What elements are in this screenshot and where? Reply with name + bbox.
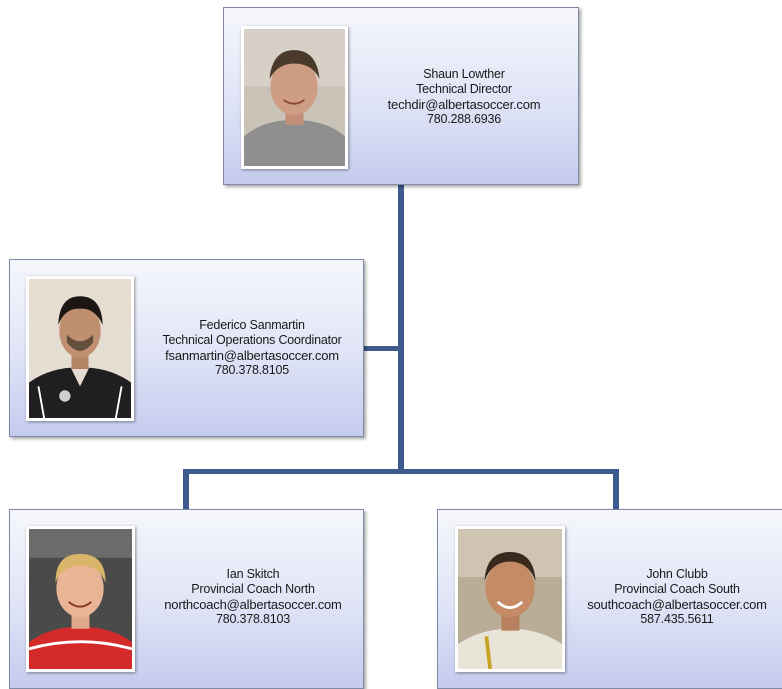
staff-name: Shaun Lowther xyxy=(423,67,505,81)
staff-email[interactable]: techdir@albertasoccer.com xyxy=(387,97,541,112)
org-card-operations-coordinator: Federico Sanmartin Technical Operations … xyxy=(9,259,364,437)
staff-phone: 780.378.8105 xyxy=(214,363,290,377)
staff-name: Federico Sanmartin xyxy=(199,318,305,332)
portrait-photo xyxy=(26,276,134,421)
connector-coordinator-branch xyxy=(362,346,402,351)
staff-phone: 587.435.5611 xyxy=(640,612,714,626)
org-card-technical-director: Shaun Lowther Technical Director techdir… xyxy=(223,7,579,185)
staff-phone: 780.378.8103 xyxy=(215,612,291,626)
staff-title: Provincial Coach North xyxy=(191,582,315,596)
staff-name: Ian Skitch xyxy=(226,567,280,581)
staff-title: Technical Operations Coordinator xyxy=(162,333,342,347)
staff-info: John Clubb Provincial Coach South southc… xyxy=(571,567,782,627)
staff-email[interactable]: fsanmartin@albertasoccer.com xyxy=(165,348,339,363)
staff-info: Federico Sanmartin Technical Operations … xyxy=(140,318,364,378)
portrait-photo xyxy=(455,526,565,672)
org-card-coach-north: Ian Skitch Provincial Coach North northc… xyxy=(9,509,364,689)
staff-email[interactable]: northcoach@albertasoccer.com xyxy=(164,597,342,612)
portrait-photo xyxy=(241,26,348,169)
connector-horizontal-bar xyxy=(183,469,619,474)
staff-email[interactable]: southcoach@albertasoccer.com xyxy=(587,597,767,612)
staff-name: John Clubb xyxy=(646,567,708,581)
staff-info: Shaun Lowther Technical Director techdir… xyxy=(358,67,570,127)
staff-title: Technical Director xyxy=(416,82,512,96)
staff-phone: 780.288.6936 xyxy=(426,112,502,126)
connector-right-drop xyxy=(613,469,619,509)
portrait-photo xyxy=(26,526,135,672)
org-card-coach-south: John Clubb Provincial Coach South southc… xyxy=(437,509,782,689)
staff-info: Ian Skitch Provincial Coach North northc… xyxy=(142,567,364,627)
staff-title: Provincial Coach South xyxy=(614,582,740,596)
connector-left-drop xyxy=(183,469,189,509)
connector-vertical-trunk xyxy=(398,184,404,474)
